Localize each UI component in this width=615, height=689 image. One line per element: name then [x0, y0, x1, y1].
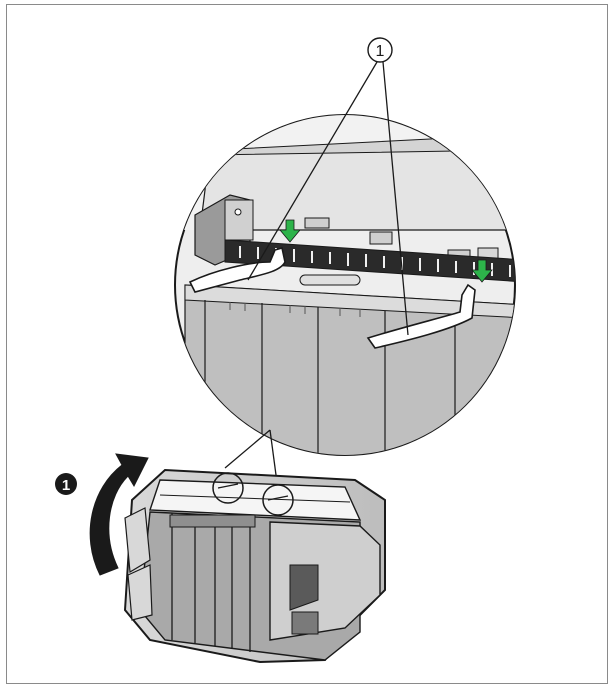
green-down-arrow-icon [471, 259, 493, 283]
callout-leaders [247, 61, 409, 336]
highlight-circle-left [212, 472, 244, 504]
part-callout-number: 1 [376, 43, 385, 60]
roller [299, 274, 361, 286]
curved-arrow-icon [89, 453, 149, 576]
green-down-arrow-icon [279, 219, 301, 243]
highlight-circle-right [262, 484, 294, 516]
printer [123, 468, 386, 664]
step-marker: 1 [55, 473, 77, 495]
feed-rail [224, 239, 515, 283]
left-lever [188, 246, 286, 293]
step-marker-number: 1 [62, 477, 70, 494]
zoom-detail [174, 114, 516, 456]
step-marker-circle [55, 473, 77, 495]
printer-side [269, 521, 381, 641]
zoom-content [175, 115, 515, 455]
printer-top-opening [149, 479, 362, 521]
right-lever [366, 283, 476, 349]
part-callout-circle [367, 37, 393, 63]
part-callout: 1 [367, 37, 393, 63]
